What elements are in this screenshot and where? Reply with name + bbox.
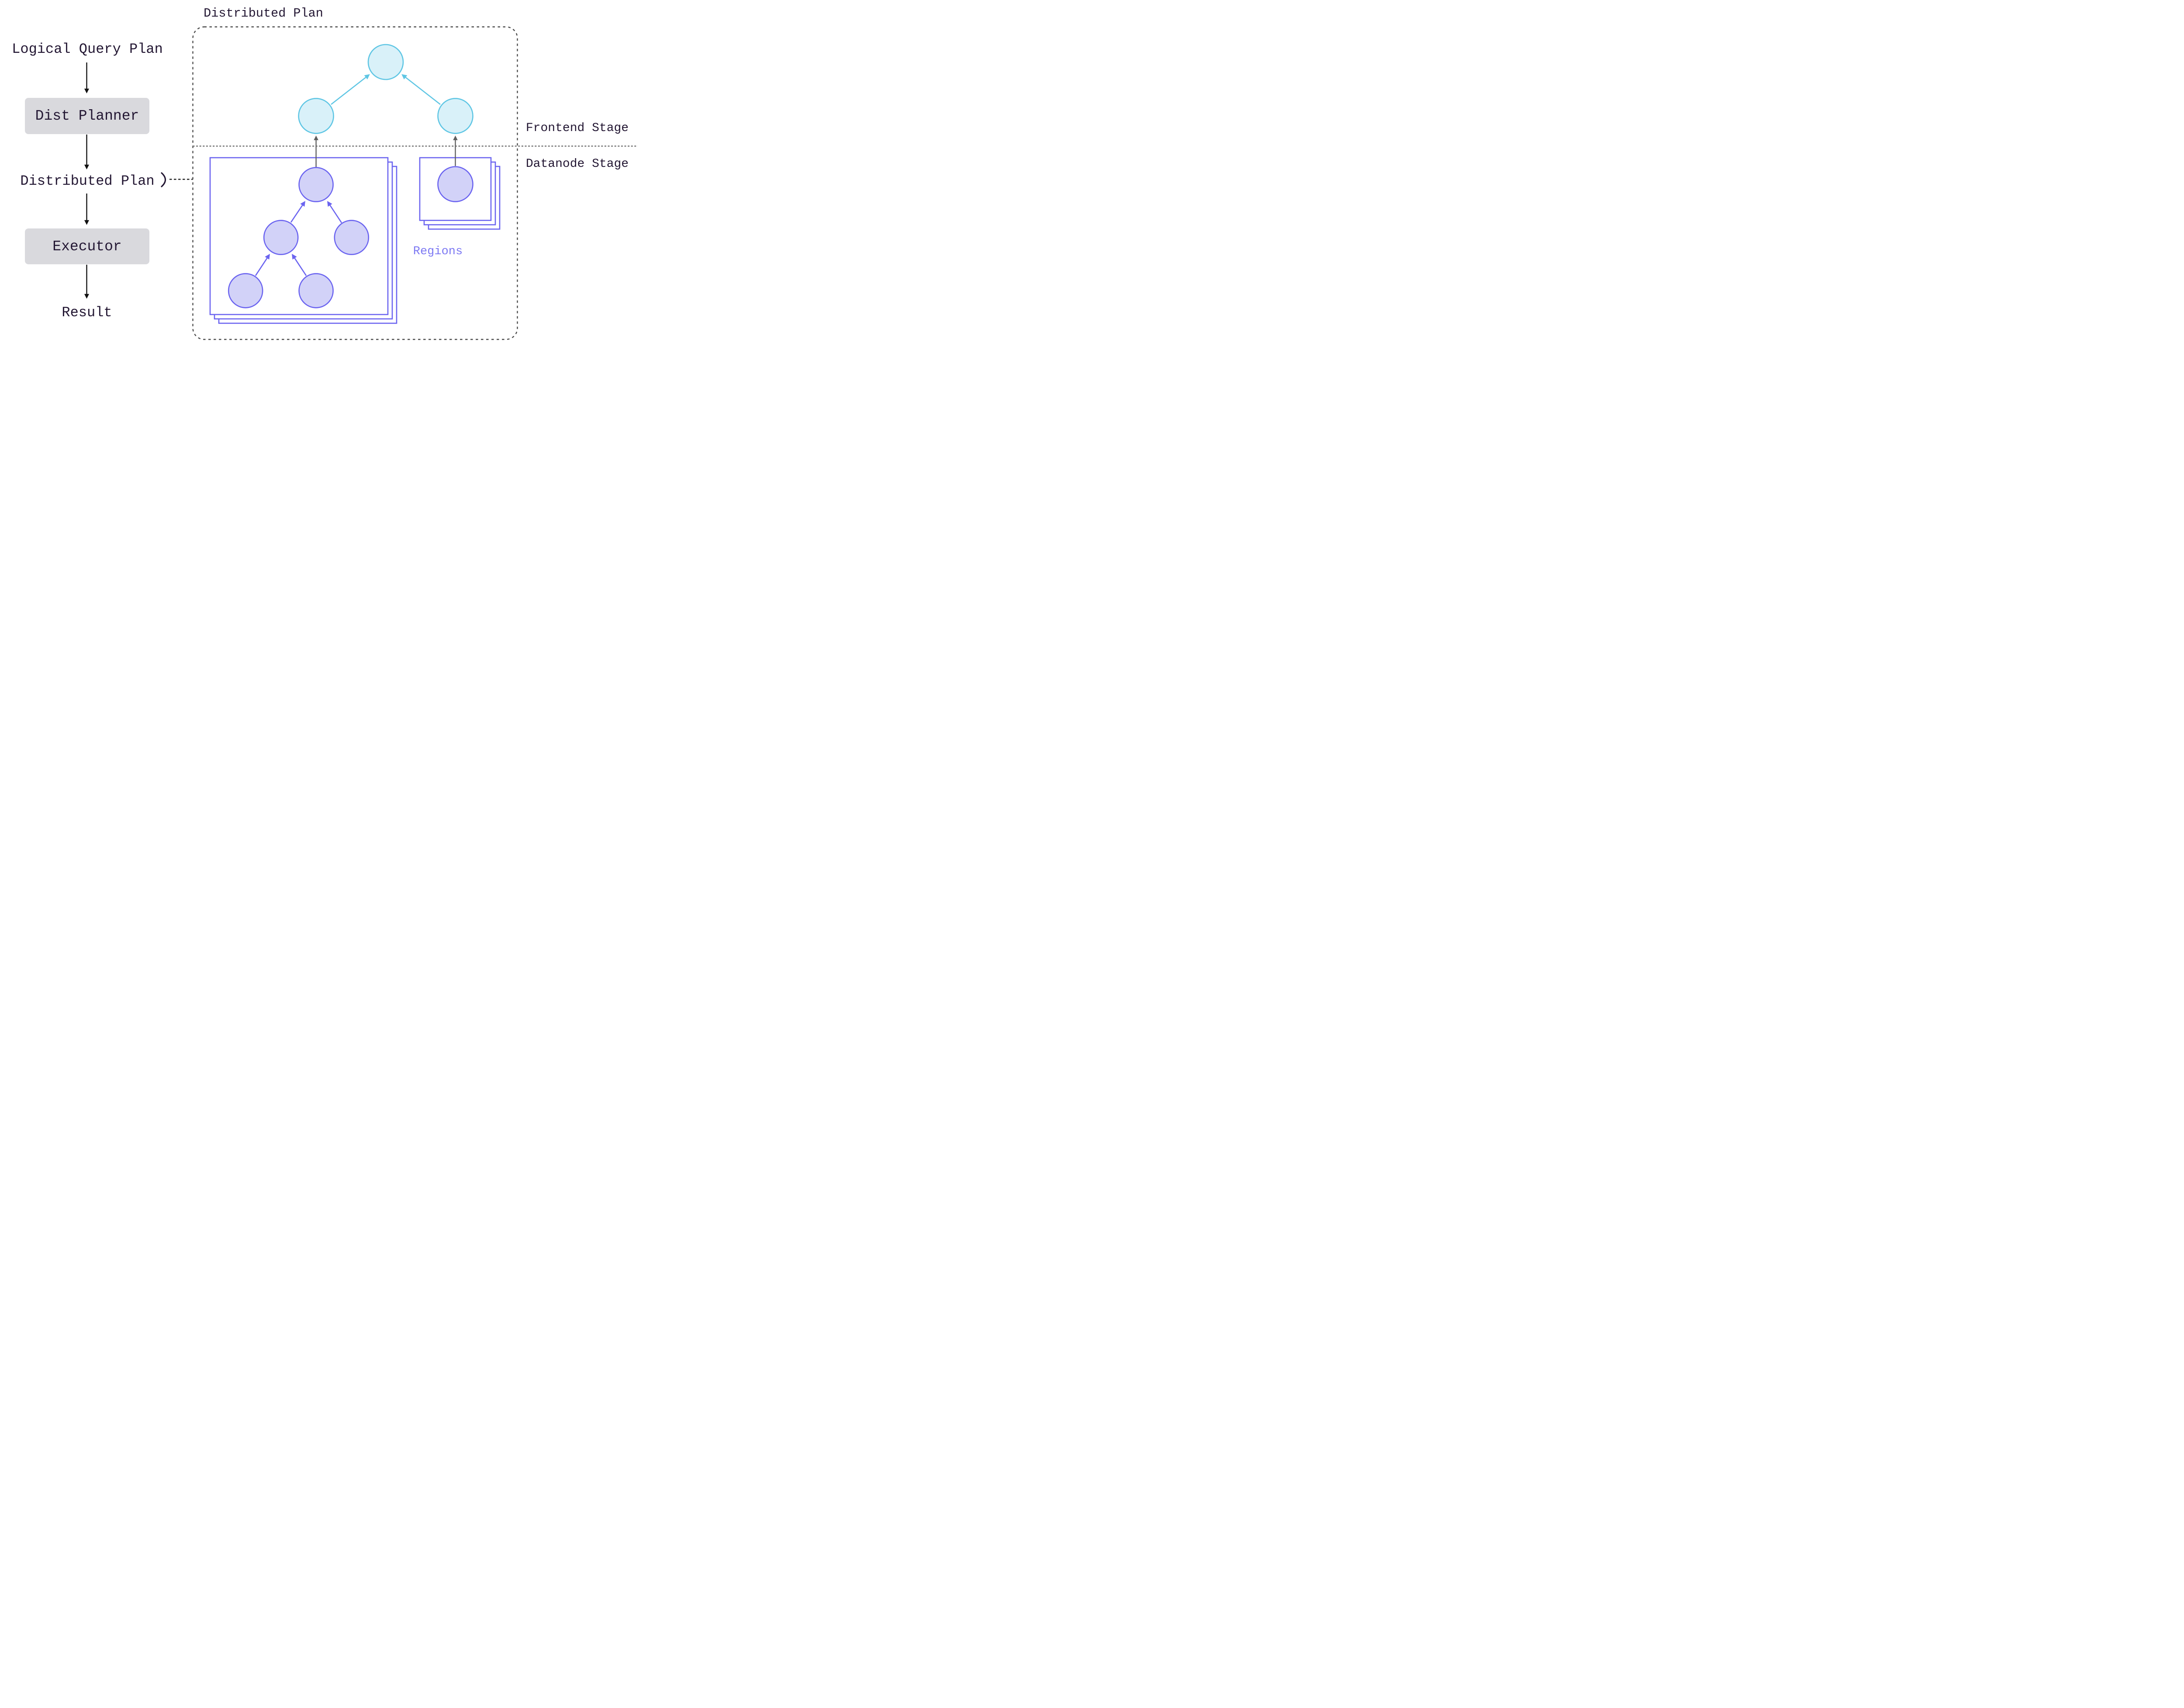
frontend-edge-arrow — [401, 74, 441, 105]
close-bracket — [161, 172, 166, 187]
frontend-edge-arrow — [331, 74, 370, 105]
datanode-stage-label: Datanode Stage — [525, 157, 629, 171]
executor-label: Executor — [52, 238, 122, 255]
frontend-left-node — [298, 98, 334, 134]
distributed-plan-label: Distributed Plan — [20, 173, 155, 189]
result-label: Result — [62, 304, 112, 321]
regions-label: Regions — [413, 245, 463, 258]
logical-query-plan-label: Logical Query Plan — [12, 41, 163, 57]
tree-edge-arrow — [292, 254, 307, 276]
frontend-stage-label: Frontend Stage — [525, 121, 629, 135]
datanode-bottom-left-node — [228, 273, 263, 308]
datanode-mid-right-node — [334, 220, 370, 255]
dist-planner-label: Dist Planner — [35, 108, 139, 124]
tree-edge-arrow — [255, 254, 270, 276]
tree-edge-arrow — [327, 201, 342, 223]
datanode-mid-left-node — [263, 220, 299, 255]
distributed-query-diagram: Logical Query Plan Dist Planner Distribu… — [0, 0, 638, 342]
dist-planner-box: Dist Planner — [25, 98, 149, 134]
distributed-plan-title: Distributed Plan — [204, 6, 323, 21]
frontend-stage-tree — [298, 44, 473, 134]
datanode-right-node — [437, 166, 473, 202]
frontend-right-node — [437, 98, 473, 134]
distributed-plan-panel — [192, 26, 518, 340]
executor-box: Executor — [25, 228, 149, 264]
datanode-root-node — [298, 167, 334, 202]
datanode-left-tree — [228, 167, 370, 308]
datanode-bottom-right-node — [298, 273, 334, 308]
tree-edge-arrow — [290, 201, 306, 223]
diagram-graphics — [84, 26, 638, 340]
frontend-root-node — [367, 44, 404, 80]
